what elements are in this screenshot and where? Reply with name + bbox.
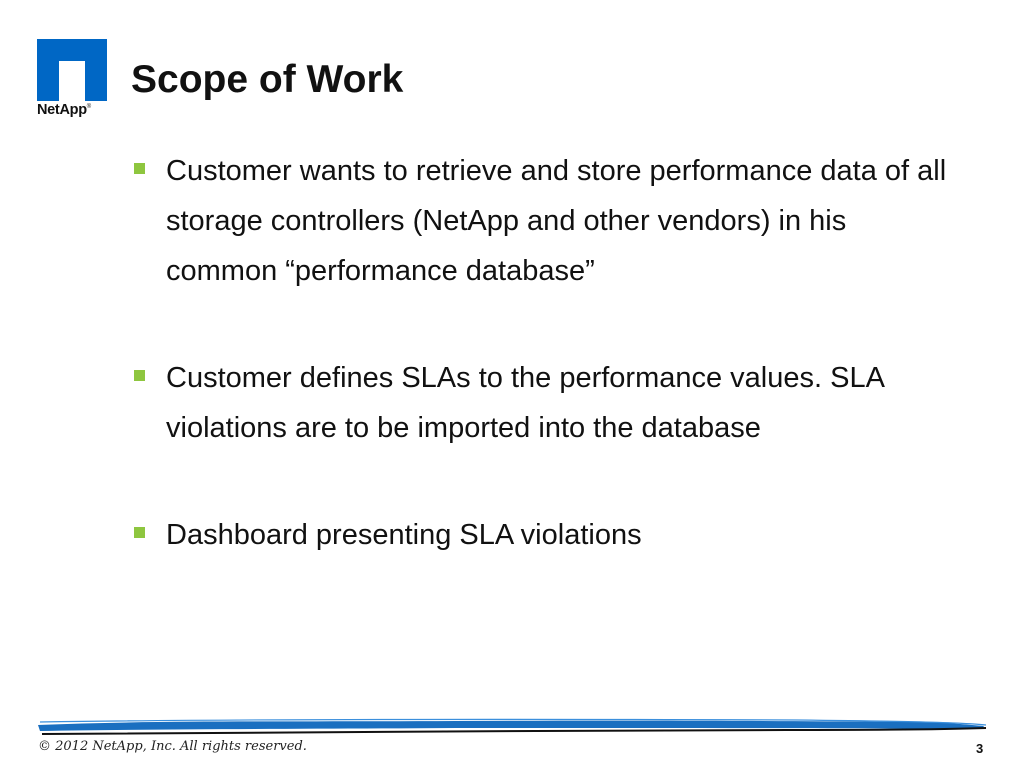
netapp-logo-wordmark: NetApp®: [37, 102, 91, 118]
bullet-item: Dashboard presenting SLA violations: [132, 510, 962, 560]
bullet-text: Customer wants to retrieve and store per…: [166, 155, 947, 287]
bullet-square-icon: [134, 163, 145, 174]
footer-brush-line: [38, 718, 987, 735]
copyright-notice: © 2012 NetApp, Inc. All rights reserved.: [38, 739, 307, 754]
bullet-square-icon: [134, 527, 145, 538]
bullet-item: Customer defines SLAs to the performance…: [132, 353, 962, 453]
bullet-list: Customer wants to retrieve and store per…: [132, 146, 962, 560]
page-number: 3: [976, 741, 984, 756]
bullet-item: Customer wants to retrieve and store per…: [132, 146, 962, 296]
bullet-text: Customer defines SLAs to the performance…: [166, 362, 884, 444]
bullet-square-icon: [134, 370, 145, 381]
bullet-text: Dashboard presenting SLA violations: [166, 519, 642, 551]
netapp-logo-icon: [37, 39, 107, 101]
slide-title: Scope of Work: [131, 58, 404, 101]
netapp-logo: NetApp®: [37, 39, 109, 123]
